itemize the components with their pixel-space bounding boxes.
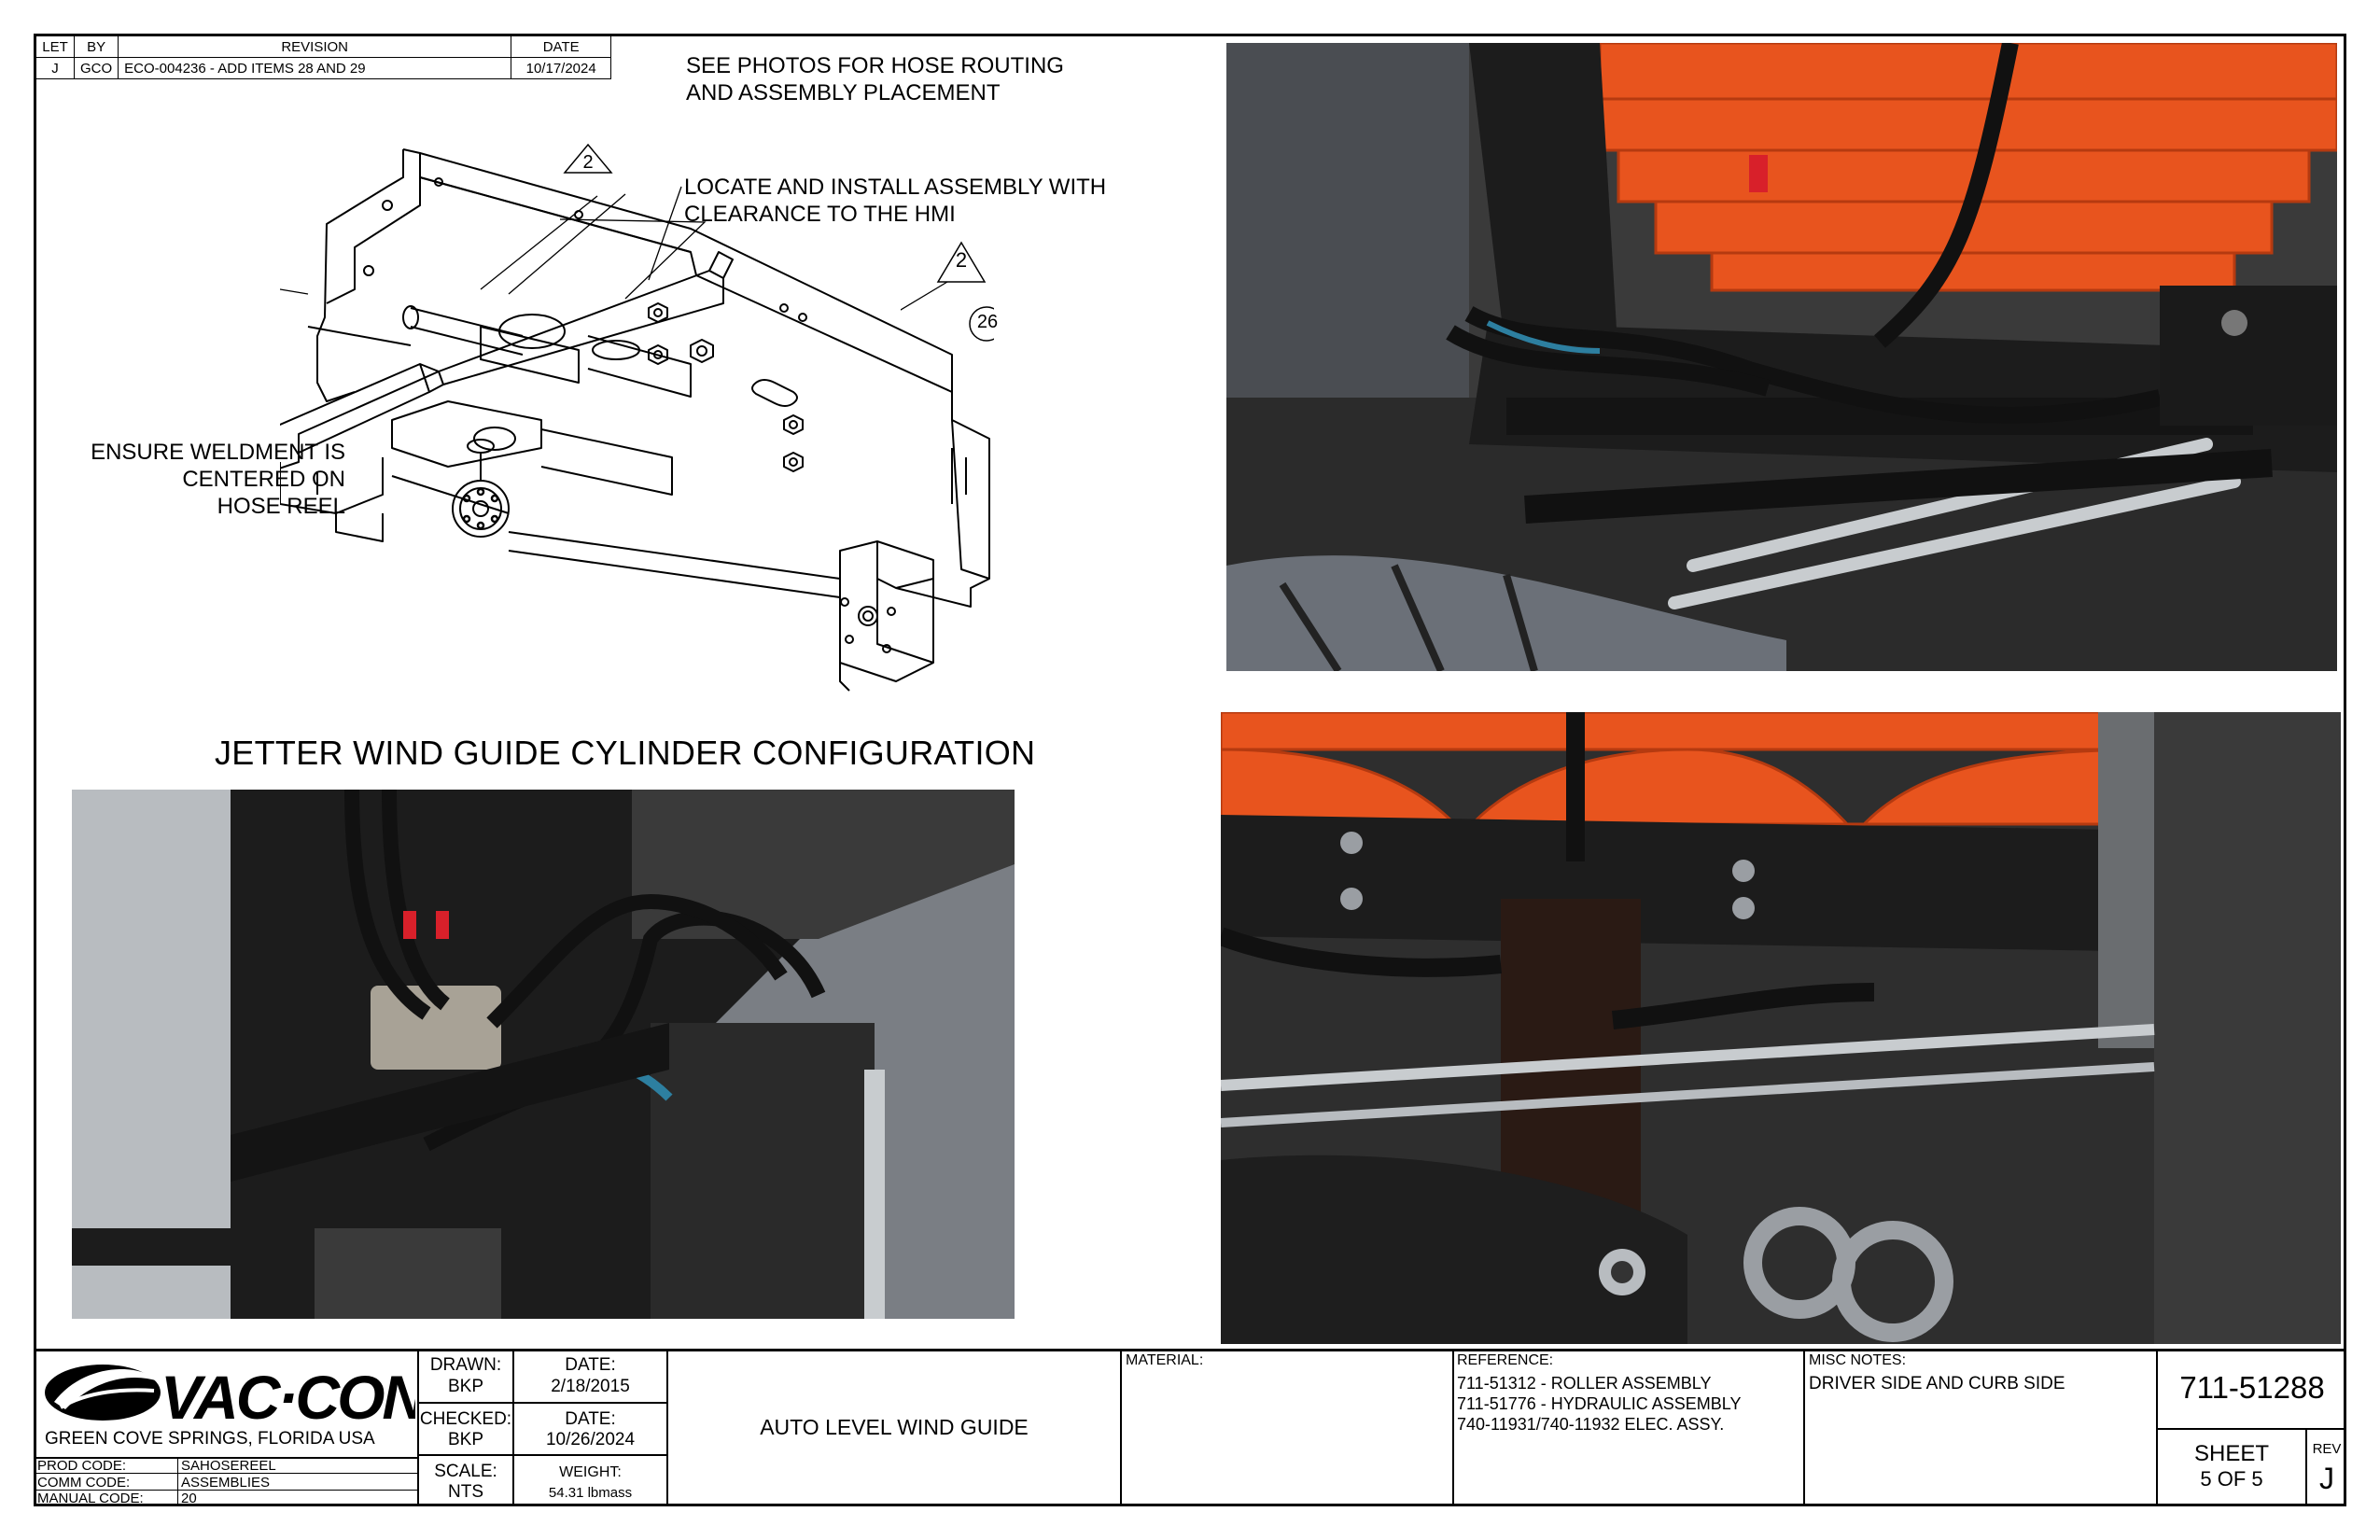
reference-item: 711-51776 - HYDRAULIC ASSEMBLY bbox=[1457, 1394, 1742, 1413]
assembly-isometric-drawing: 2 bbox=[280, 143, 990, 692]
photo-bottom-right bbox=[1221, 712, 2341, 1344]
rev-header-date: DATE bbox=[511, 35, 612, 58]
weight-label: WEIGHT: bbox=[559, 1464, 622, 1480]
manual-code-value: 20 bbox=[181, 1491, 197, 1506]
drawn-date-value: 2/18/2015 bbox=[551, 1377, 630, 1396]
weight-value: 54.31 lbmass bbox=[548, 1485, 633, 1501]
locate-note-line-2: CLEARANCE TO THE HMI bbox=[684, 202, 956, 227]
drawing-number: 711-51288 bbox=[2179, 1370, 2325, 1405]
callout-triangle bbox=[936, 241, 987, 283]
rev-value: J bbox=[2319, 1462, 2334, 1495]
reference-item: 740-11931/740-11932 ELEC. ASSY. bbox=[1457, 1415, 1725, 1434]
callout-triangle-text: 2 bbox=[582, 152, 593, 173]
checked-label: CHECKED: bbox=[419, 1409, 512, 1429]
drawing-border bbox=[34, 34, 2346, 1506]
photo-top-right bbox=[1226, 43, 2337, 671]
weldment-note-line-3: HOSE REEL bbox=[217, 494, 345, 519]
comm-code-label: COMM CODE: bbox=[37, 1475, 131, 1491]
sheet-label: SHEET bbox=[2193, 1441, 2269, 1466]
photo-bottom-left bbox=[72, 790, 1015, 1319]
reference-item: 711-51312 - ROLLER ASSEMBLY bbox=[1457, 1374, 1712, 1393]
callout-marks bbox=[901, 241, 994, 342]
callout-triangle-number: 2 bbox=[955, 248, 968, 272]
manual-code-label: MANUAL CODE: bbox=[37, 1491, 144, 1506]
drawn-value: BKP bbox=[447, 1377, 484, 1396]
drawing-title: JETTER WIND GUIDE CYLINDER CONFIGURATION bbox=[215, 734, 1036, 772]
photo-note-line-1: SEE PHOTOS FOR HOSE ROUTING bbox=[686, 53, 1064, 78]
company-location: GREEN COVE SPRINGS, FLORIDA USA bbox=[45, 1429, 375, 1449]
weldment-note-line-1: ENSURE WELDMENT IS bbox=[91, 440, 345, 465]
locate-note: LOCATE AND INSTALL ASSEMBLY WITH CLEARAN… bbox=[684, 174, 1106, 228]
reference-label: REFERENCE: bbox=[1457, 1352, 1554, 1368]
rev-header-revision: REVISION bbox=[118, 35, 512, 58]
comm-code-value: ASSEMBLIES bbox=[181, 1475, 271, 1491]
vaccon-logo: VAC·CON bbox=[45, 1363, 415, 1432]
sheet-value: 5 OF 5 bbox=[2200, 1467, 2263, 1491]
rev-label: REV bbox=[2312, 1441, 2342, 1457]
rev-by: GCO bbox=[73, 57, 119, 79]
prod-code-value: SAHOSEREEL bbox=[181, 1458, 276, 1474]
drawn-date-label: DATE: bbox=[565, 1355, 616, 1375]
photo-note: SEE PHOTOS FOR HOSE ROUTING AND ASSEMBLY… bbox=[686, 52, 1064, 106]
misc-notes-value: DRIVER SIDE AND CURB SIDE bbox=[1809, 1374, 2065, 1393]
reference-list: 711-51312 - ROLLER ASSEMBLY 711-51776 - … bbox=[1457, 1373, 1741, 1435]
revision-block: LET BY REVISION DATE J GCO ECO-004236 - … bbox=[35, 35, 612, 79]
checked-date-value: 10/26/2024 bbox=[545, 1430, 636, 1449]
checked-value: BKP bbox=[447, 1430, 484, 1449]
drawing-description: AUTO LEVEL WIND GUIDE bbox=[760, 1415, 1029, 1439]
prod-code-label: PROD CODE: bbox=[37, 1458, 127, 1474]
rev-header-by: BY bbox=[73, 35, 119, 58]
photo-note-line-2: AND ASSEMBLY PLACEMENT bbox=[686, 80, 1001, 105]
locate-note-line-1: LOCATE AND INSTALL ASSEMBLY WITH bbox=[684, 175, 1107, 200]
callout-circle bbox=[969, 306, 994, 342]
drawn-label: DRAWN: bbox=[429, 1355, 502, 1375]
rev-description: ECO-004236 - ADD ITEMS 28 AND 29 bbox=[118, 57, 512, 79]
material-label: MATERIAL: bbox=[1126, 1352, 1204, 1368]
scale-label: SCALE: bbox=[434, 1462, 497, 1481]
rev-header-let: LET bbox=[35, 35, 75, 58]
logo-wordmark: VAC·CON bbox=[161, 1363, 415, 1432]
title-block bbox=[34, 1349, 2346, 1509]
rev-date: 10/17/2024 bbox=[511, 57, 612, 79]
callout-circle-number: 26 bbox=[976, 312, 999, 332]
rev-let: J bbox=[35, 57, 75, 79]
checked-date-label: DATE: bbox=[565, 1409, 616, 1429]
scale-value: NTS bbox=[448, 1482, 483, 1502]
misc-notes-label: MISC NOTES: bbox=[1809, 1352, 1907, 1368]
